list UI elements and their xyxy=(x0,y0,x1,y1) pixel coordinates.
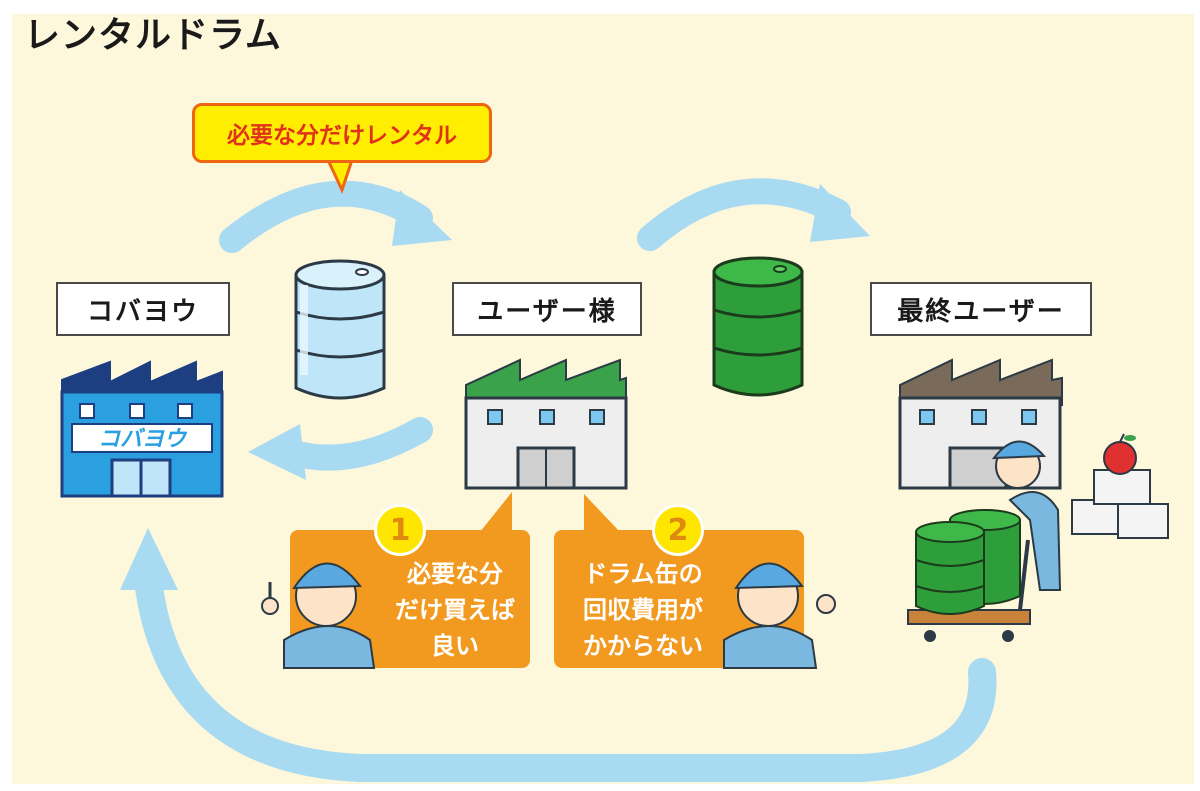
page-title: レンタルドラム xyxy=(24,15,282,56)
arrow-user-to-kobayou xyxy=(248,417,433,480)
worker-with-cart-icon xyxy=(907,440,1062,642)
benefit-text-1: 必要な分 だけ買えば 良い xyxy=(395,560,515,660)
arrow-enduser-to-kobayou xyxy=(120,528,997,782)
arrow-kobayou-to-user xyxy=(219,180,452,253)
rental-callout: 必要な分だけレンタル xyxy=(192,103,492,163)
benefit-number-2: 2 xyxy=(652,504,704,556)
arrow-user-to-enduser xyxy=(637,178,870,251)
green-drum-icon xyxy=(712,256,804,397)
user-factory-icon xyxy=(464,358,628,490)
worker-right-icon xyxy=(723,562,836,669)
node-label-end-user: 最終ユーザー xyxy=(870,282,1092,336)
apple-icon xyxy=(1103,433,1137,475)
worker-left-icon xyxy=(261,562,376,669)
blue-drum-icon xyxy=(294,259,386,400)
benefit-number-1: 1 xyxy=(374,504,426,556)
benefit-text-2: ドラム缶の 回収費用が かからない xyxy=(583,560,703,660)
node-label-user: ユーザー様 xyxy=(452,282,642,336)
cargo-boxes-icon xyxy=(1071,469,1169,539)
kobayou-factory-icon xyxy=(60,360,224,498)
factory-sign-text: コバヨウ xyxy=(98,427,188,452)
enduser-factory-icon xyxy=(898,358,1063,490)
node-label-kobayou: コバヨウ xyxy=(56,282,230,336)
